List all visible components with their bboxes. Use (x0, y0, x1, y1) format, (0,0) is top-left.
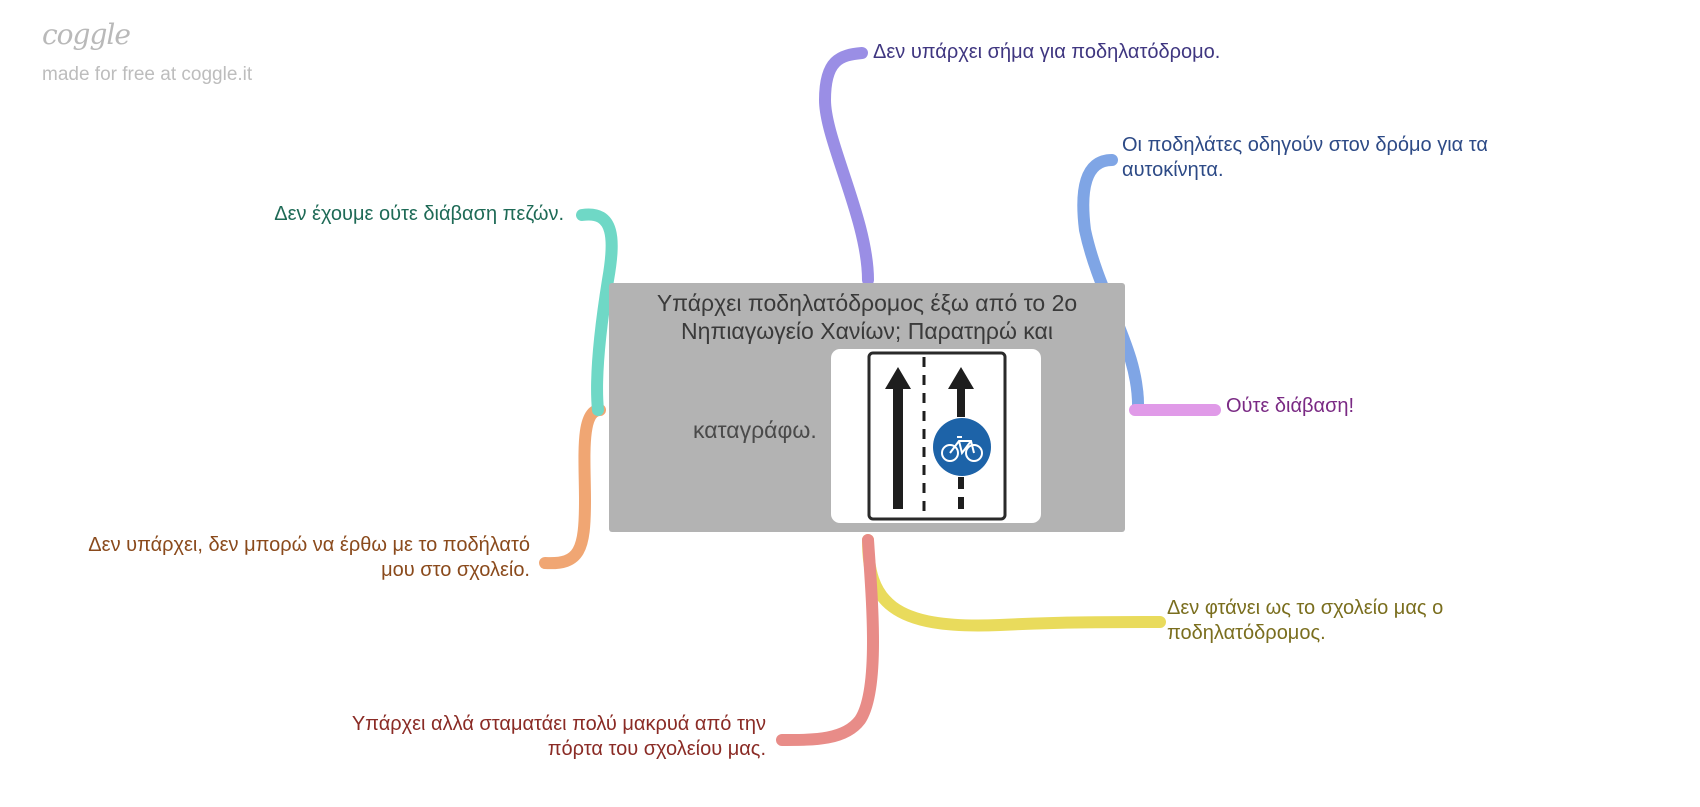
coggle-logo: coggle (42, 18, 131, 51)
branch-label-top[interactable]: Δεν υπάρχει σήμα για ποδηλατόδρομο. (873, 41, 1221, 63)
branch-label-bottom[interactable]: Υπάρχει αλλά σταματάει πολύ μακρυά από τ… (351, 713, 766, 760)
branch-line-lower-right (862, 534, 1166, 632)
watermark-tagline: made for free at coggle.it (42, 64, 253, 85)
branch-label-upper-right[interactable]: Οι ποδηλάτες οδηγούν στον δρόμο για τα α… (1122, 134, 1488, 181)
branch-label-upper-left[interactable]: Δεν έχουμε ούτε διάβαση πεζών. (274, 203, 564, 225)
central-topic-title: Υπάρχει ποδηλατόδρομος έξω από το 2ο Νηπ… (656, 290, 1078, 344)
branch-label-lower-right[interactable]: Δεν φτάνει ως το σχολείο μας ο ποδηλατόδ… (1167, 597, 1444, 644)
branch-line-top (818, 47, 874, 286)
branch-line-left (539, 404, 606, 570)
central-topic-node[interactable]: Υπάρχει ποδηλατόδρομος έξω από το 2ο Νηπ… (609, 283, 1125, 532)
branch-line-upper-right (1077, 154, 1145, 416)
bicycle-lane-sign-icon (867, 351, 1007, 521)
branch-line-bottom (776, 534, 879, 746)
branch-line-upper-left (576, 208, 618, 416)
central-topic-continuation: καταγράφω. (693, 417, 817, 443)
branch-label-left[interactable]: Δεν υπάρχει, δεν μπορώ να έρθω με το ποδ… (88, 534, 530, 581)
bicycle-lane-sign-image (831, 349, 1041, 523)
branch-label-right[interactable]: Ούτε διάβαση! (1226, 395, 1355, 417)
